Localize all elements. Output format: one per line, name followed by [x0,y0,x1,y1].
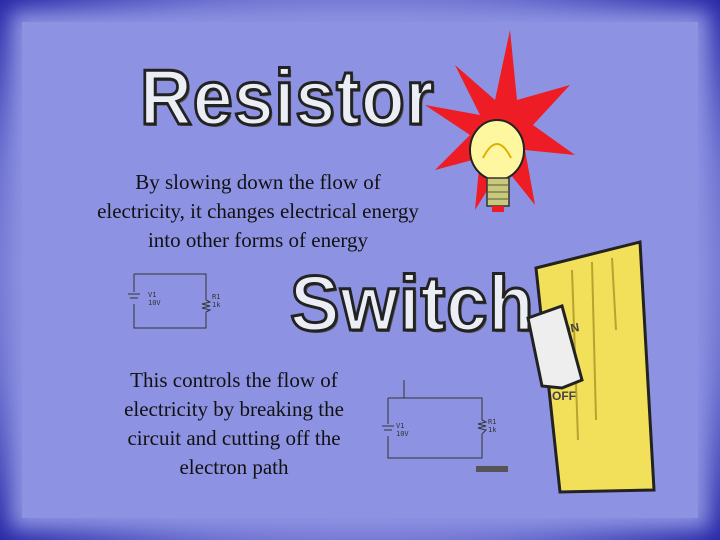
switch-toggle [526,304,584,390]
resistor-label: R1 [488,418,496,426]
switch-circuit-diagram: V1 10V R1 1k [382,380,508,472]
ground-symbol [476,466,508,472]
lightbulb-icon [425,30,575,212]
source-value: 10V [148,299,161,307]
source-label: V1 [148,291,156,299]
resistor-title: Resistor [139,52,435,143]
resistor-symbol [201,299,212,313]
bulb-glass [469,119,525,181]
resistor-symbol [477,419,488,435]
switch-title: Switch [289,258,535,349]
source-value: 10V [396,430,409,438]
switch-description: This controls the flow of electricity by… [124,368,344,479]
source-label: V1 [396,422,404,430]
off-label: OFF [552,389,576,403]
resistor-value: 1k [212,301,221,309]
wall-switch-icon: ON OFF [526,240,656,494]
resistor-circuit-diagram: V1 10V R1 1k [128,273,221,329]
resistor-value: 1k [488,426,497,434]
resistor-label: R1 [212,293,220,301]
resistor-description: By slowing down the flow of electricity,… [97,170,419,252]
